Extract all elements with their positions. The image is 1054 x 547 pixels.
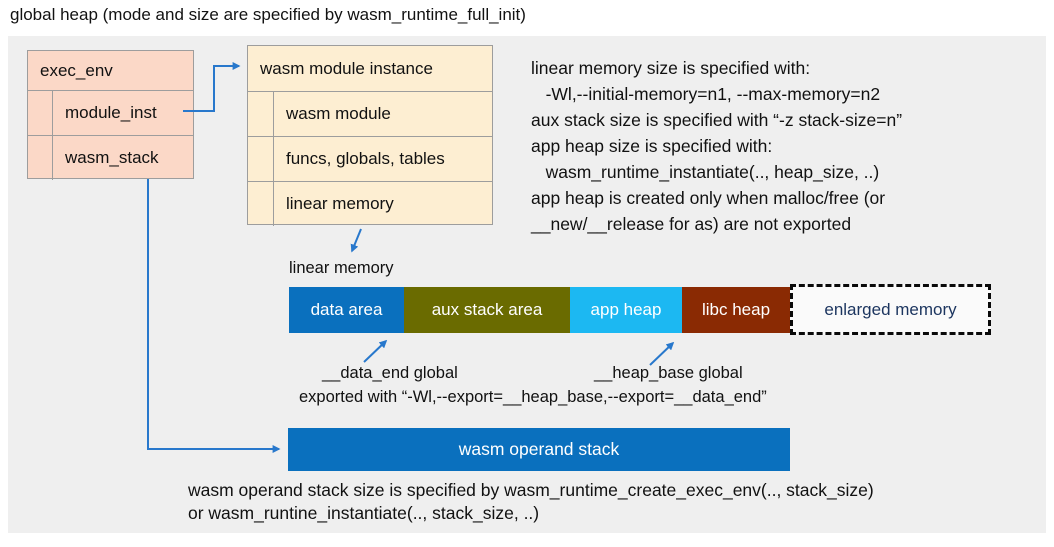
- operand-stack-label: wasm operand stack: [458, 439, 620, 459]
- field-label: module_inst: [65, 103, 157, 122]
- linear-memory-label: linear memory: [289, 259, 394, 277]
- page-title: global heap (mode and size are specified…: [10, 5, 526, 24]
- annotation-data-end: __data_end global: [322, 364, 458, 382]
- exec-env-field-wasm-stack: wasm_stack: [28, 135, 193, 180]
- annotation-exported: exported with “-Wl,--export=__heap_base,…: [299, 388, 767, 406]
- segment-libc-heap: libc heap: [682, 287, 790, 333]
- annotation-heap-base: __heap_base global: [594, 364, 743, 382]
- wasm-module-instance-box: wasm module instance wasm module funcs, …: [247, 45, 493, 226]
- segment-label: aux stack area: [431, 300, 543, 319]
- field-label: funcs, globals, tables: [286, 149, 445, 168]
- nesting-strip: [28, 91, 53, 135]
- wasm-operand-stack-bar: wasm operand stack: [288, 428, 790, 471]
- instance-field-linear-memory: linear memory: [248, 181, 492, 226]
- field-label: wasm module: [286, 104, 391, 123]
- nesting-strip: [248, 137, 274, 181]
- instance-field-funcs-globals-tables: funcs, globals, tables: [248, 136, 492, 181]
- note-line: aux stack size is specified with “-z sta…: [531, 110, 903, 130]
- exec-env-field-module-inst: module_inst: [28, 90, 193, 135]
- field-label: linear memory: [286, 194, 394, 213]
- segment-label: libc heap: [701, 300, 771, 319]
- note-line: linear memory size is specified with:: [531, 58, 811, 78]
- segment-aux-stack-area: aux stack area: [404, 287, 570, 333]
- note-line: app heap is created only when malloc/fre…: [531, 188, 886, 208]
- segment-label: data area: [310, 300, 383, 319]
- segment-label: enlarged memory: [824, 299, 957, 319]
- notes-bottom: wasm operand stack size is specified by …: [188, 479, 874, 525]
- note-line: wasm_runtime_instantiate(.., heap_size, …: [531, 162, 880, 182]
- note-line: wasm operand stack size is specified by …: [188, 480, 874, 500]
- exec-env-title: exec_env: [40, 60, 113, 80]
- field-label: wasm_stack: [65, 148, 159, 167]
- notes-right: linear memory size is specified with: -W…: [531, 55, 902, 237]
- wasm-module-instance-title: wasm module instance: [260, 58, 433, 78]
- nesting-strip: [28, 136, 53, 180]
- note-line: app heap size is specified with:: [531, 136, 773, 156]
- segment-enlarged-memory: enlarged memory: [790, 284, 991, 335]
- segment-label: app heap: [590, 300, 662, 319]
- segment-app-heap: app heap: [570, 287, 682, 333]
- note-line: __new/__release for as) are not exported: [531, 214, 852, 234]
- nesting-strip: [248, 92, 274, 136]
- exec-env-box: exec_env module_inst wasm_stack: [27, 50, 194, 180]
- note-line: -Wl,--initial-memory=n1, --max-memory=n2: [531, 84, 881, 104]
- instance-field-wasm-module: wasm module: [248, 91, 492, 136]
- nesting-strip: [248, 182, 274, 226]
- segment-data-area: data area: [289, 287, 404, 333]
- note-line: or wasm_runtine_instantiate(.., stack_si…: [188, 503, 540, 523]
